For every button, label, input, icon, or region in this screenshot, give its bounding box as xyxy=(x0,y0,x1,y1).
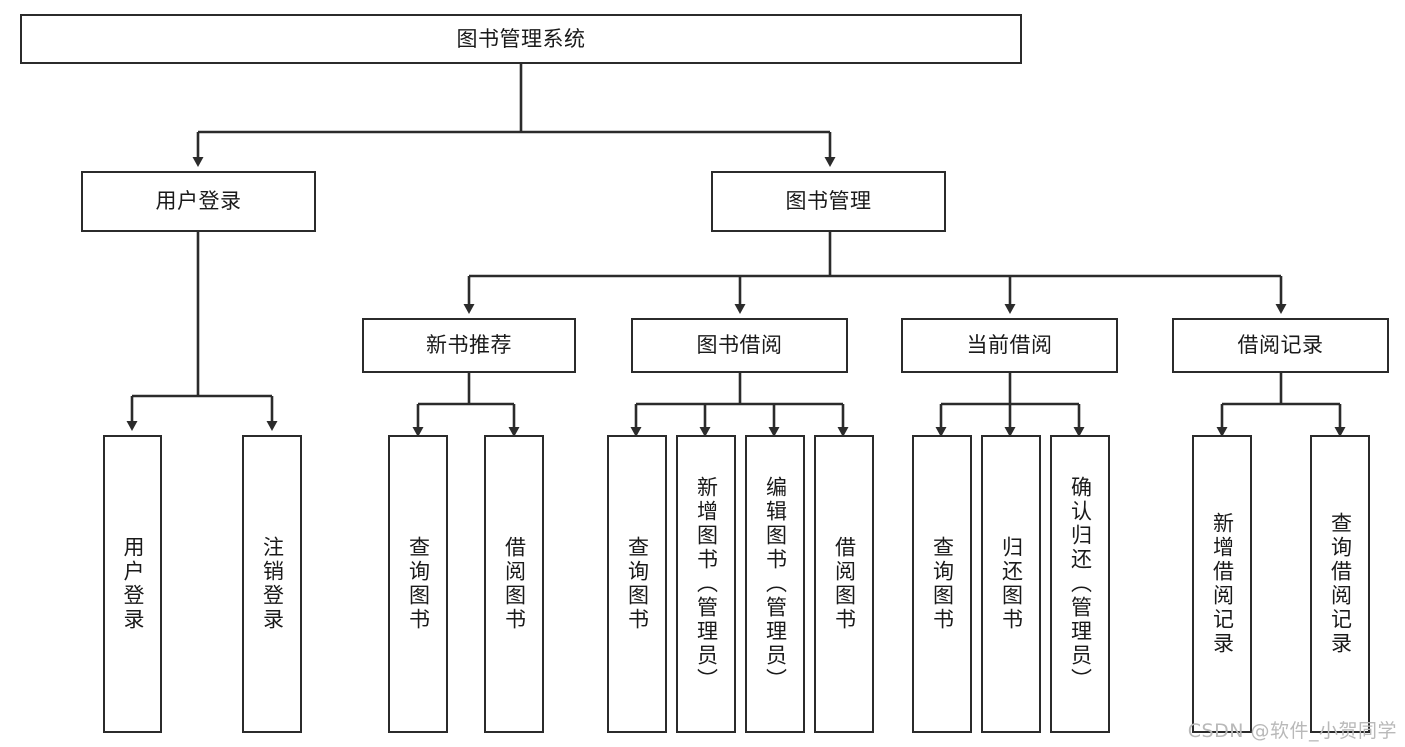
leaf-borrow-book[interactable]: 借阅图书 xyxy=(814,435,874,733)
leaf-logout-login[interactable]: 注销登录 xyxy=(242,435,302,733)
node-label: 图书管理系统 xyxy=(456,26,586,51)
node-label: 图书借阅 xyxy=(696,333,783,358)
leaf-confirm-return-admin[interactable]: 确认归还（管理员） xyxy=(1050,435,1110,733)
leaf-query-borrow-record[interactable]: 查询借阅记录 xyxy=(1310,435,1370,733)
node-label: 借阅记录 xyxy=(1237,333,1324,358)
node-label: 查询借阅记录 xyxy=(1328,512,1353,656)
node-label: 新增借阅记录 xyxy=(1210,512,1235,656)
node-label: 查询图书 xyxy=(406,536,431,632)
node-label: 新书推荐 xyxy=(426,333,512,358)
leaf-add-borrow-record[interactable]: 新增借阅记录 xyxy=(1192,435,1252,733)
leaf-query-book-borrow[interactable]: 查询图书 xyxy=(607,435,667,733)
node-label: 查询图书 xyxy=(930,536,955,632)
leaf-add-book-admin[interactable]: 新增图书（管理员） xyxy=(676,435,736,733)
node-label: 用户登录 xyxy=(121,536,145,632)
node-user-login[interactable]: 用户登录 xyxy=(81,171,316,232)
leaf-edit-book-admin[interactable]: 编辑图书（管理员） xyxy=(745,435,805,733)
node-current-borrow[interactable]: 当前借阅 xyxy=(901,318,1118,373)
node-label: 借阅图书 xyxy=(502,536,527,632)
node-book-borrow[interactable]: 图书借阅 xyxy=(631,318,848,373)
node-label: 归还图书 xyxy=(999,536,1024,632)
node-label: 查询图书 xyxy=(625,536,650,632)
node-label: 用户登录 xyxy=(155,189,242,214)
node-book-manage[interactable]: 图书管理 xyxy=(711,171,946,232)
leaf-user-login[interactable]: 用户登录 xyxy=(103,435,162,733)
node-label: 图书管理 xyxy=(785,189,872,214)
node-label: 编辑图书（管理员） xyxy=(763,476,788,692)
node-book-management-system[interactable]: 图书管理系统 xyxy=(20,14,1022,64)
node-label: 借阅图书 xyxy=(832,536,857,632)
node-label: 当前借阅 xyxy=(966,333,1053,358)
node-label: 确认归还（管理员） xyxy=(1068,476,1093,692)
leaf-borrow-book-recommend[interactable]: 借阅图书 xyxy=(484,435,544,733)
leaf-return-book[interactable]: 归还图书 xyxy=(981,435,1041,733)
leaf-query-book-current[interactable]: 查询图书 xyxy=(912,435,972,733)
node-borrow-record[interactable]: 借阅记录 xyxy=(1172,318,1389,373)
node-new-book-recommend[interactable]: 新书推荐 xyxy=(362,318,576,373)
node-label: 新增图书（管理员） xyxy=(694,476,719,692)
node-label: 注销登录 xyxy=(260,536,285,632)
leaf-query-book-recommend[interactable]: 查询图书 xyxy=(388,435,448,733)
